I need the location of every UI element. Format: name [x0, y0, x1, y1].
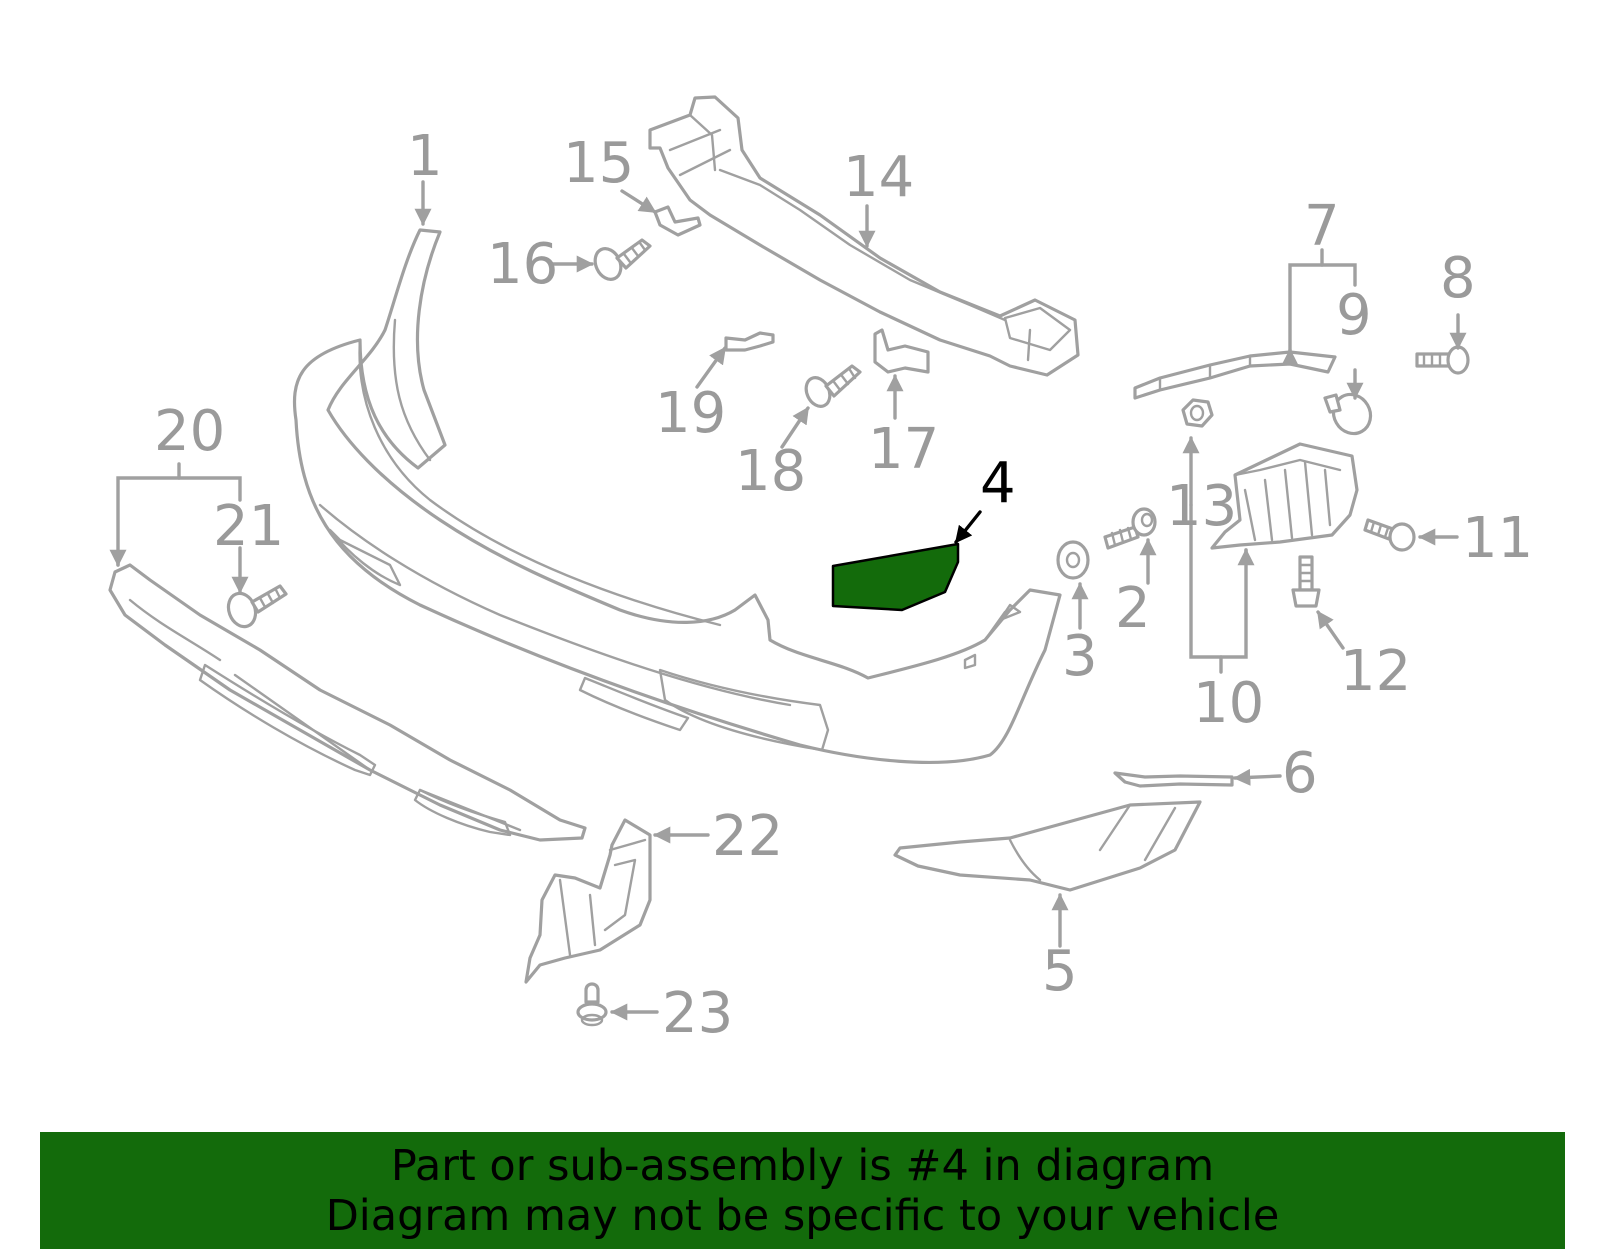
- part-15-bracket[interactable]: [653, 205, 702, 237]
- part-12-bolt[interactable]: [1291, 555, 1321, 608]
- callout-3: 3: [1062, 624, 1098, 689]
- part-13-nut[interactable]: [1181, 398, 1214, 428]
- callout-11: 11: [1462, 506, 1533, 571]
- part-22-side-bracket[interactable]: [524, 818, 652, 984]
- callout-labels: 1 2 3 4 5 6 7 8 9 10 11 12 13 14 15 16 1…: [154, 124, 1533, 1046]
- banner-line-1: Part or sub-assembly is #4 in diagram: [390, 1140, 1215, 1191]
- callout-16: 16: [487, 232, 558, 297]
- part-9-clip[interactable]: [1323, 388, 1378, 441]
- callout-1: 1: [407, 124, 443, 189]
- part-19-clip[interactable]: [724, 331, 775, 352]
- callout-4: 4: [980, 451, 1016, 516]
- callout-9: 9: [1336, 283, 1372, 348]
- part-18-screw[interactable]: [802, 364, 862, 410]
- callout-18: 18: [735, 439, 806, 504]
- part-3-washer[interactable]: [1056, 540, 1090, 580]
- part-21-screw[interactable]: [224, 584, 288, 630]
- part-11-bolt[interactable]: [1363, 518, 1416, 552]
- callout-13: 13: [1166, 474, 1237, 539]
- callout-8: 8: [1440, 246, 1476, 311]
- callout-17: 17: [868, 417, 939, 482]
- callout-5: 5: [1042, 939, 1078, 1004]
- callout-6: 6: [1282, 741, 1318, 806]
- callout-12: 12: [1340, 639, 1411, 704]
- callout-22: 22: [712, 804, 783, 869]
- callout-15: 15: [563, 131, 634, 196]
- callout-7: 7: [1304, 194, 1340, 259]
- callout-14: 14: [843, 145, 914, 210]
- part-2-bolt[interactable]: [1103, 507, 1157, 550]
- callout-23: 23: [662, 981, 733, 1046]
- callout-10: 10: [1193, 671, 1264, 736]
- part-17-bracket[interactable]: [873, 328, 930, 374]
- part-20-lower-garnish[interactable]: [108, 563, 587, 842]
- part-6-strip[interactable]: [1113, 771, 1234, 788]
- part-4-highlighted[interactable]: [831, 542, 960, 612]
- part-10-side-bracket[interactable]: [1210, 442, 1359, 550]
- part-1-bumper-cover[interactable]: [292, 228, 1062, 765]
- part-14-reinforcement-beam[interactable]: [648, 95, 1080, 377]
- leader-lines: [109, 180, 1467, 1021]
- banner-line-2: Diagram may not be specific to your vehi…: [325, 1190, 1280, 1241]
- part-23-push-clip[interactable]: [576, 982, 608, 1027]
- part-7-strip[interactable]: [1133, 350, 1337, 400]
- part-16-screw[interactable]: [590, 238, 652, 284]
- callout-20: 20: [154, 399, 225, 464]
- part-8-bolt[interactable]: [1415, 345, 1470, 375]
- callout-2: 2: [1115, 576, 1151, 641]
- part-5-splash-shield[interactable]: [893, 800, 1202, 892]
- info-banner: Part or sub-assembly is #4 in diagram Di…: [40, 1132, 1565, 1249]
- callout-19: 19: [655, 381, 726, 446]
- callout-21: 21: [213, 494, 284, 559]
